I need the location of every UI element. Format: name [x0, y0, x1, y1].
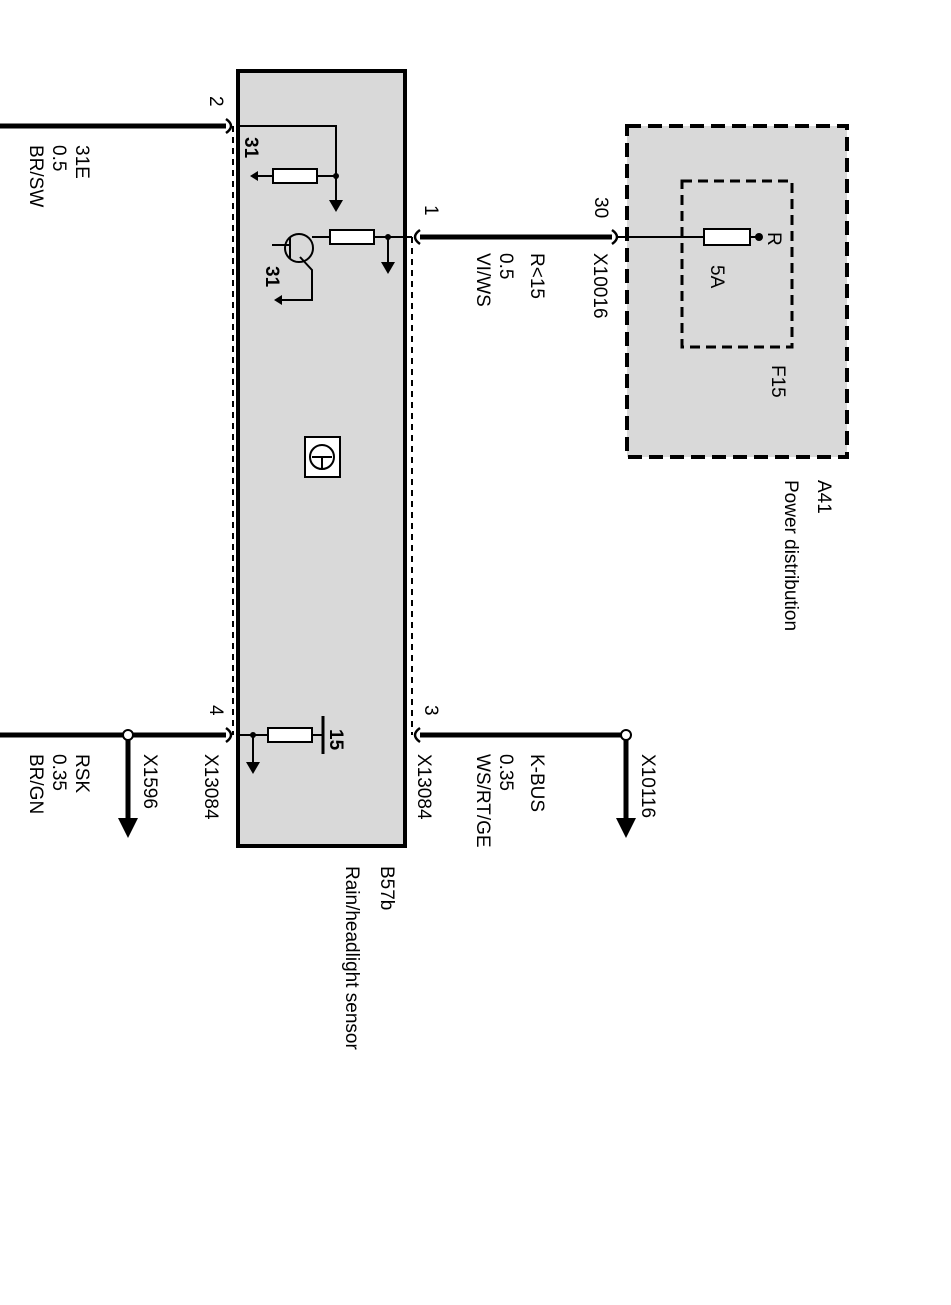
pin-4-label: 4	[205, 705, 226, 716]
wire-2-color: BR/SW	[25, 145, 46, 207]
pin2-ground-arrow	[329, 200, 343, 212]
fuse-rating-label: 5A	[706, 265, 727, 289]
connector-x1596: X1596	[139, 754, 160, 809]
connector-x10116: X10116	[637, 754, 658, 818]
wire-4-signal: RSK	[71, 754, 92, 793]
kbus-splice	[620, 729, 632, 741]
sensor-name: Rain/headlight sensor	[341, 866, 362, 1050]
wire-1-color: VI/WS	[472, 253, 493, 307]
connector-x10016: X10016	[589, 253, 610, 319]
pin1-ground-arrow	[381, 262, 395, 274]
pin1-connector	[413, 228, 421, 246]
wire-1-size: 0.5	[495, 253, 516, 279]
transistor-emitter-trace	[280, 256, 313, 301]
resistor-r1	[272, 168, 318, 184]
pin2-connector	[225, 117, 233, 135]
pin-30-label: 30	[590, 197, 611, 218]
gnd-31-label-top: 31	[240, 137, 261, 159]
sensor-id: B57b	[376, 866, 397, 910]
fuse-enclosure	[680, 179, 794, 349]
pin-1-label: 1	[420, 205, 441, 216]
pin3-connector	[413, 726, 421, 744]
fuse-feed-node	[755, 233, 763, 241]
resistor-r2	[329, 229, 375, 245]
power-dist-id: A41	[813, 480, 834, 514]
wire-4-size: 0.35	[48, 754, 69, 791]
gnd-31-arrow-top	[250, 171, 258, 181]
fuse-feed-label: R	[763, 232, 784, 246]
terminal-15-label: 15	[325, 729, 346, 751]
power-distribution-box	[625, 124, 849, 459]
rsk-splice	[122, 729, 134, 741]
fuse-id-label: F15	[767, 365, 788, 398]
gnd-31-label-bottom: 31	[261, 266, 282, 288]
power-dist-name: Power distribution	[780, 480, 801, 631]
fuse-f15	[703, 228, 751, 246]
wire-1-signal: R<15	[526, 253, 547, 299]
wire-4-color: BR/GN	[25, 754, 46, 814]
rsk-continue-arrow	[118, 818, 138, 838]
wire-3-signal: K-BUS	[526, 754, 547, 812]
pin30-connector	[611, 228, 619, 246]
transistor-icon	[284, 233, 314, 263]
wire-2-signal: 31E	[71, 145, 92, 179]
gnd-31-arrow-bottom	[274, 295, 282, 305]
wire-3-color: WS/RT/GE	[472, 754, 493, 848]
pin4-connector	[225, 726, 233, 744]
resistor-r3	[267, 727, 313, 743]
wire-3-size: 0.35	[495, 754, 516, 791]
wire-2-size: 0.5	[48, 145, 69, 171]
pin-2-label: 2	[205, 96, 226, 107]
connector-x13084-pin3: X13084	[413, 754, 434, 820]
connector-x13084-pin4: X13084	[200, 754, 221, 820]
pin-3-label: 3	[420, 705, 441, 716]
kbus-continue-arrow	[616, 818, 636, 838]
pin4-ground-arrow	[246, 762, 260, 774]
